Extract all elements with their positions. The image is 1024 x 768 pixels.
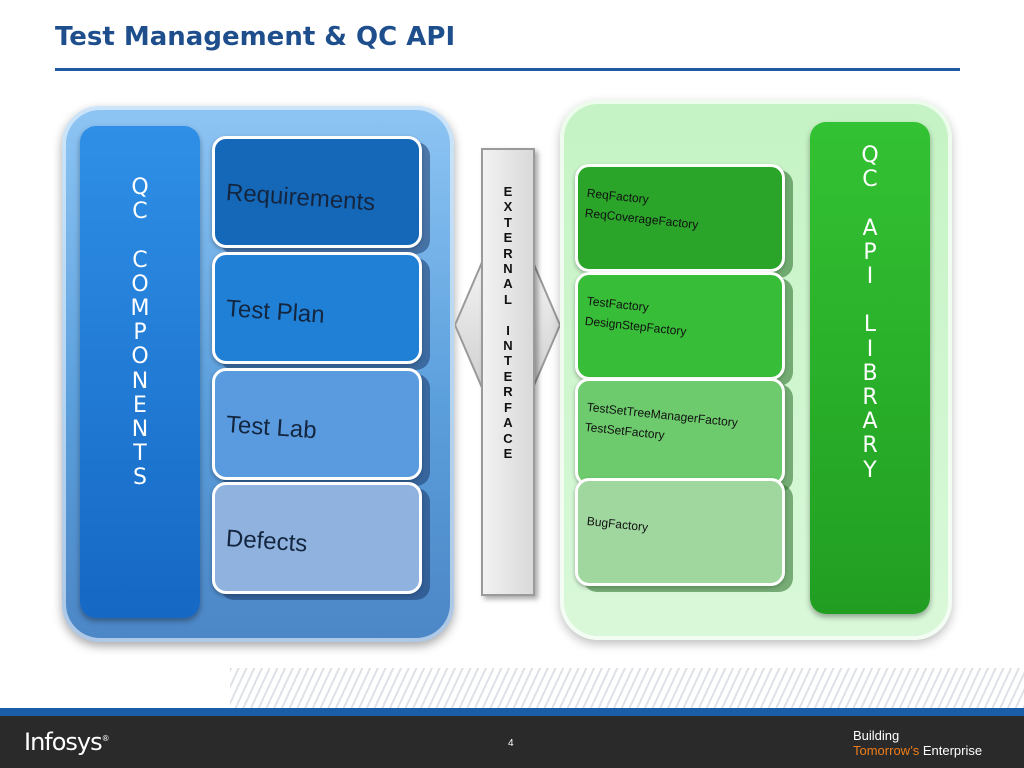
qc-components-bar: Q C C O M P O N E N T S <box>80 126 200 618</box>
qc-api-library-bar: Q C A P I L I B R A R Y <box>810 122 930 614</box>
test-lab-label: Test Lab <box>225 411 318 445</box>
footer-accent-line <box>0 708 1024 716</box>
defects-card: Defects <box>212 482 422 594</box>
test-set-factory-card: TestSetTreeManagerFactory TestSetFactory <box>575 378 785 486</box>
decorative-stripes <box>230 668 1024 710</box>
tagline-line1: Building <box>853 728 900 743</box>
req-factory-card: ReqFactory ReqCoverageFactory <box>575 164 785 272</box>
slide-title: Test Management & QC API <box>55 22 456 52</box>
page-number: 4 <box>508 738 514 749</box>
test-plan-card: Test Plan <box>212 252 422 364</box>
test-factory-card: TestFactory DesignStepFactory <box>575 272 785 380</box>
qc-components-label: Q C C O M P O N E N T S <box>130 175 150 491</box>
footer-bar <box>0 708 1024 768</box>
tagline-rest: Enterprise <box>919 743 983 758</box>
requirements-label: Requirements <box>225 179 377 217</box>
test-lab-card: Test Lab <box>212 368 422 480</box>
infosys-logo: Infosys® <box>24 728 110 756</box>
qc-api-library-label: Q C A P I L I B R A R Y <box>861 143 879 483</box>
tagline: Building Tomorrow’s Enterprise <box>853 728 982 758</box>
bug-factory-label: BugFactory <box>586 513 649 535</box>
requirements-card: Requirements <box>212 136 422 248</box>
test-plan-label: Test Plan <box>225 295 326 329</box>
title-underline <box>55 68 960 71</box>
external-interface-box: E X T E R N A L I N T E R F A C E <box>481 148 535 596</box>
external-interface-label: E X T E R N A L I N T E R F A C E <box>503 184 513 461</box>
defects-label: Defects <box>225 525 309 558</box>
bug-factory-card: BugFactory <box>575 478 785 586</box>
tagline-accent: Tomorrow’s <box>853 743 920 758</box>
